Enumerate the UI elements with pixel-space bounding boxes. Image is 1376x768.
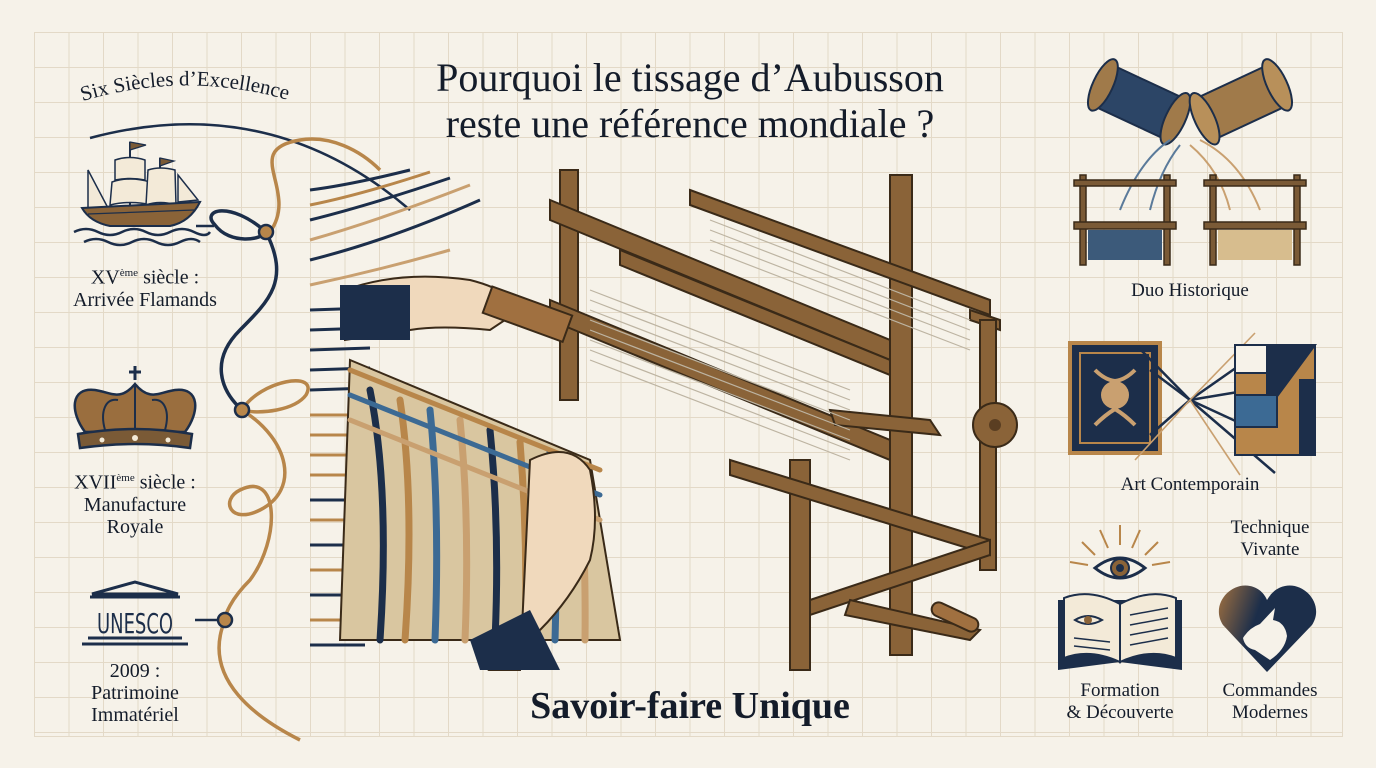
spools-and-looms-icon <box>1073 58 1307 266</box>
timeline-rope <box>195 137 382 742</box>
formation-line-1: Formation <box>1080 680 1160 701</box>
event-1-line-2: Arrivée Flamands <box>73 288 217 311</box>
page-title: Pourquoi le tissage d’Aubusson reste une… <box>360 55 1020 147</box>
timeline-event-15th-century: XVème siècle : Arrivée Flamands <box>60 130 230 311</box>
title-line-2: reste une référence mondiale ? <box>445 101 935 146</box>
art-contemporain-label: Art Contemporain <box>1120 474 1260 495</box>
event-1-line-1: XVème siècle : <box>90 266 200 289</box>
title-line-1: Pourquoi le tissage d’Aubusson <box>436 55 944 100</box>
event-2-line-2: Manufacture <box>83 493 187 516</box>
right-item-formation <box>1050 520 1190 674</box>
duo-historique-label: Duo Historique <box>1131 280 1249 301</box>
tapestry-vs-modern-art-icon <box>1068 332 1317 476</box>
event-3-line-3: Immatériel <box>91 704 179 726</box>
commandes-modernes-label: Commandes Modernes <box>1195 680 1345 724</box>
event-2-line-1: XVIIème siècle : <box>74 471 196 494</box>
crown-icon <box>73 366 197 450</box>
event-3-line-2: Patrimoine <box>91 682 179 704</box>
right-item-duo-historique: Duo Historique <box>1060 50 1320 302</box>
center-caption: Savoir-faire Unique <box>530 685 850 727</box>
loom-weaving-illustration <box>309 168 1018 671</box>
technique-vivante-line-2: Vivante <box>1240 539 1300 560</box>
formation-line-2: & Découverte <box>1066 702 1174 723</box>
technique-vivante-label: Technique Vivante <box>1200 517 1340 561</box>
commandes-line-2: Modernes <box>1232 702 1308 723</box>
unesco-icon: UNESCO <box>82 580 188 646</box>
event-2-line-3: Royale <box>106 515 164 538</box>
timeline-event-17th-century: XVIIème siècle : Manufacture Royale <box>50 362 220 538</box>
svg-text:UNESCO: UNESCO <box>97 607 173 640</box>
book-eye-icon <box>1058 525 1182 670</box>
right-item-art-contemporain: Art Contemporain <box>1060 332 1320 496</box>
timeline-event-2009: UNESCO 2009 : Patrimoine Immatériel <box>60 580 210 726</box>
heart-dragon-icon <box>1218 585 1317 672</box>
timeline-heading: Six Siècles d’Excellence <box>77 66 411 211</box>
formation-decouverte-label: Formation & Découverte <box>1040 680 1200 724</box>
technique-vivante-line-1: Technique <box>1230 517 1310 538</box>
event-3-line-1: 2009 : <box>109 660 161 682</box>
commandes-line-1: Commandes <box>1222 680 1318 701</box>
ship-icon <box>73 141 212 247</box>
right-item-commandes <box>1215 580 1325 679</box>
